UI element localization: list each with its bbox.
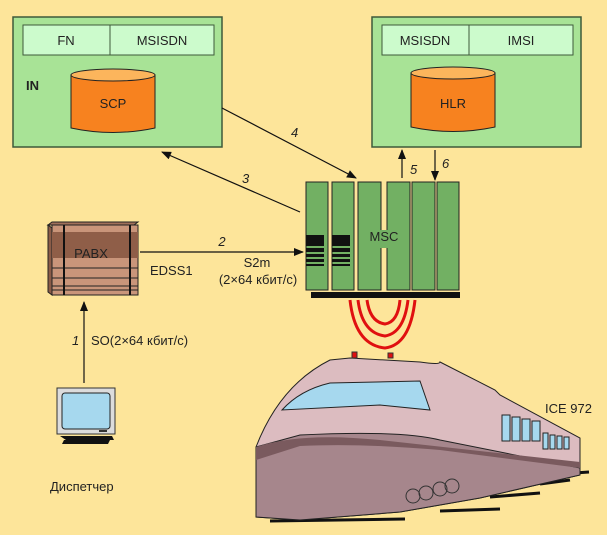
- link-4: 4: [221, 107, 357, 179]
- msc-rack: MSC: [305, 181, 460, 298]
- field-fn-label: FN: [57, 33, 74, 48]
- link-2-rate: (2×64 кбит/с): [219, 272, 297, 287]
- link-6: 6: [431, 150, 450, 181]
- link-1-number: 1: [72, 333, 79, 348]
- link-3: 3: [161, 151, 301, 213]
- hlr-panel: MSISDN IMSI HLR: [371, 16, 582, 148]
- field-msisdn: [109, 24, 215, 56]
- in-label: IN: [26, 78, 39, 93]
- hlr-label: HLR: [440, 96, 466, 111]
- in-panel: FN MSISDN IN SCP: [12, 16, 223, 148]
- train-label: ICE 972: [545, 401, 592, 416]
- field-msisdn-label: MSISDN: [137, 33, 188, 48]
- link-1-label: SO(2×64 кбит/с): [91, 333, 188, 348]
- field-fn: [22, 24, 111, 56]
- pabx-label: PABX: [74, 246, 108, 261]
- train-ice-icon: [255, 351, 590, 523]
- dispatcher-monitor-icon: [56, 387, 116, 444]
- hlr-database-icon: [410, 66, 496, 132]
- link-2: 2 EDSS1 S2m (2×64 кбит/с): [140, 234, 304, 287]
- dispatcher-label: Диспетчер: [50, 479, 114, 494]
- link-1: 1 SO(2×64 кбит/с): [72, 301, 188, 383]
- msc-label: MSC: [370, 229, 399, 244]
- link-2-protocol: EDSS1: [150, 263, 193, 278]
- field-msisdn-hlr-label: MSISDN: [400, 33, 451, 48]
- link-5: 5: [398, 149, 418, 178]
- field-imsi: [468, 24, 574, 56]
- link-5-label: 5: [410, 162, 418, 177]
- pabx-icon: PABX: [46, 221, 140, 296]
- scp-label: SCP: [100, 96, 127, 111]
- scp-database-icon: [70, 68, 156, 133]
- link-3-label: 3: [242, 171, 250, 186]
- radio-waves-icon: [348, 299, 417, 350]
- link-2-interface: S2m: [244, 255, 271, 270]
- field-msisdn-hlr: [381, 24, 470, 56]
- link-2-number: 2: [217, 234, 226, 249]
- link-4-label: 4: [291, 125, 298, 140]
- field-imsi-label: IMSI: [508, 33, 535, 48]
- msc-card-slots: [306, 235, 350, 266]
- link-6-label: 6: [442, 156, 450, 171]
